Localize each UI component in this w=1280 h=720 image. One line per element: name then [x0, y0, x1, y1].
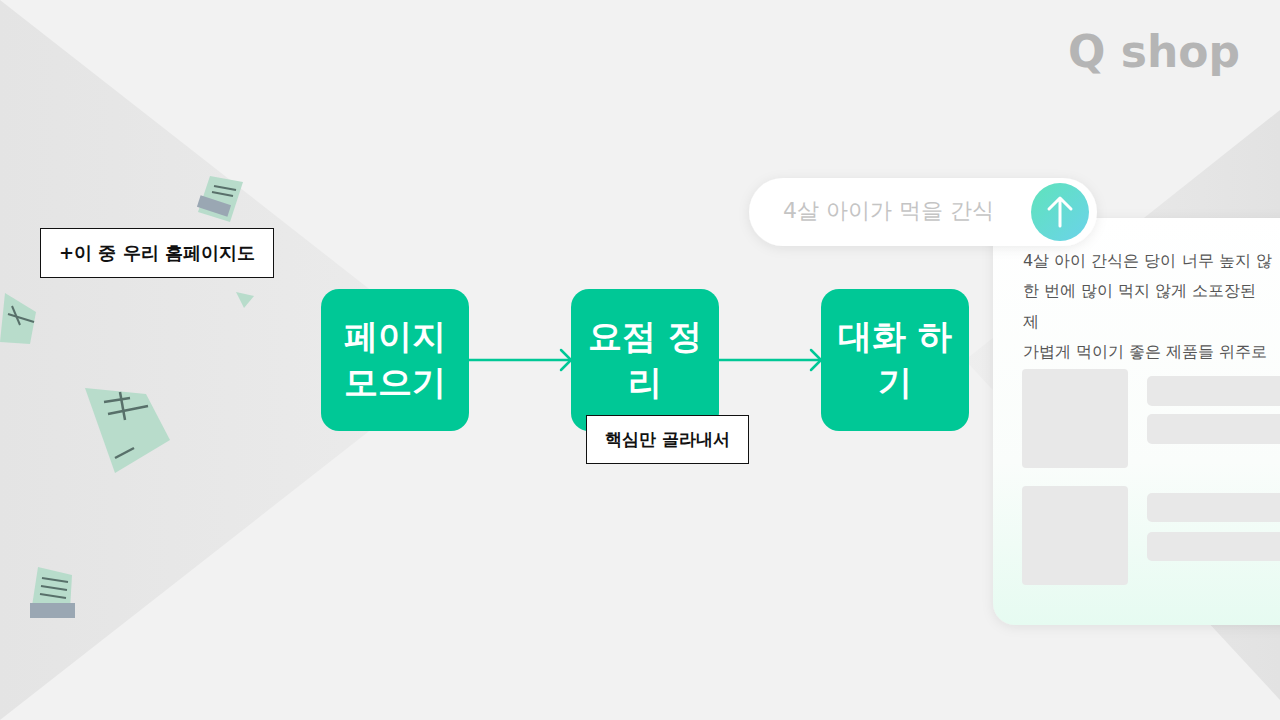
connector-line [469, 359, 571, 362]
paper-sheet [197, 176, 243, 222]
process-box: 페이지 모으기 [321, 289, 469, 431]
process-box: 요점 정리 [571, 289, 719, 431]
flow-arrow [719, 350, 821, 370]
answer-line: 가볍게 먹이기 좋은 제품들 위주로 [1023, 337, 1273, 367]
paper-sheet [236, 292, 254, 308]
answer-card: 4살 아이 간식은 당이 너무 높지 않한 번에 많이 먹지 않게 소포장된 제… [1023, 246, 1273, 368]
callout-box: +이 중 우리 홈페이지도 [40, 228, 274, 278]
up-arrow-icon [1049, 198, 1071, 226]
text-placeholder [1147, 493, 1280, 522]
search-pill-shape [749, 178, 1097, 246]
callout-box: 핵심만 골라내서 [586, 415, 749, 464]
paper-sheet [85, 388, 170, 473]
text-placeholder [1147, 376, 1280, 406]
node-text: +이 중 우리 홈페이지도 [59, 241, 255, 265]
arrow-head [561, 350, 571, 370]
answer-line: 4살 아이 간식은 당이 너무 높지 않 [1023, 246, 1273, 276]
logo-text: Q shop [1068, 26, 1240, 77]
image-placeholder [1022, 369, 1128, 468]
text-placeholder [1147, 414, 1280, 444]
search-pill: 4살 아이가 먹을 간식 [783, 196, 1013, 230]
node-text: 대화 하기 [835, 314, 955, 406]
image-placeholder [1022, 486, 1128, 585]
node-text: 요점 정리 [585, 314, 705, 406]
text-placeholder [1147, 532, 1280, 561]
paper-sheet [30, 567, 75, 618]
paper-sheet [0, 293, 36, 344]
flow-arrow [469, 350, 571, 370]
process-box: 대화 하기 [821, 289, 969, 431]
answer-line: 한 번에 많이 먹지 않게 소포장된 제 [1023, 276, 1273, 337]
node-text: 핵심만 골라내서 [605, 428, 730, 451]
node-text: 페이지 모으기 [335, 314, 455, 406]
send-button [1031, 183, 1089, 241]
connector-line [719, 359, 821, 362]
arrow-head [811, 350, 821, 370]
answer-card-shape [993, 218, 1280, 625]
node-text: 4살 아이가 먹을 간식 [783, 196, 1013, 226]
